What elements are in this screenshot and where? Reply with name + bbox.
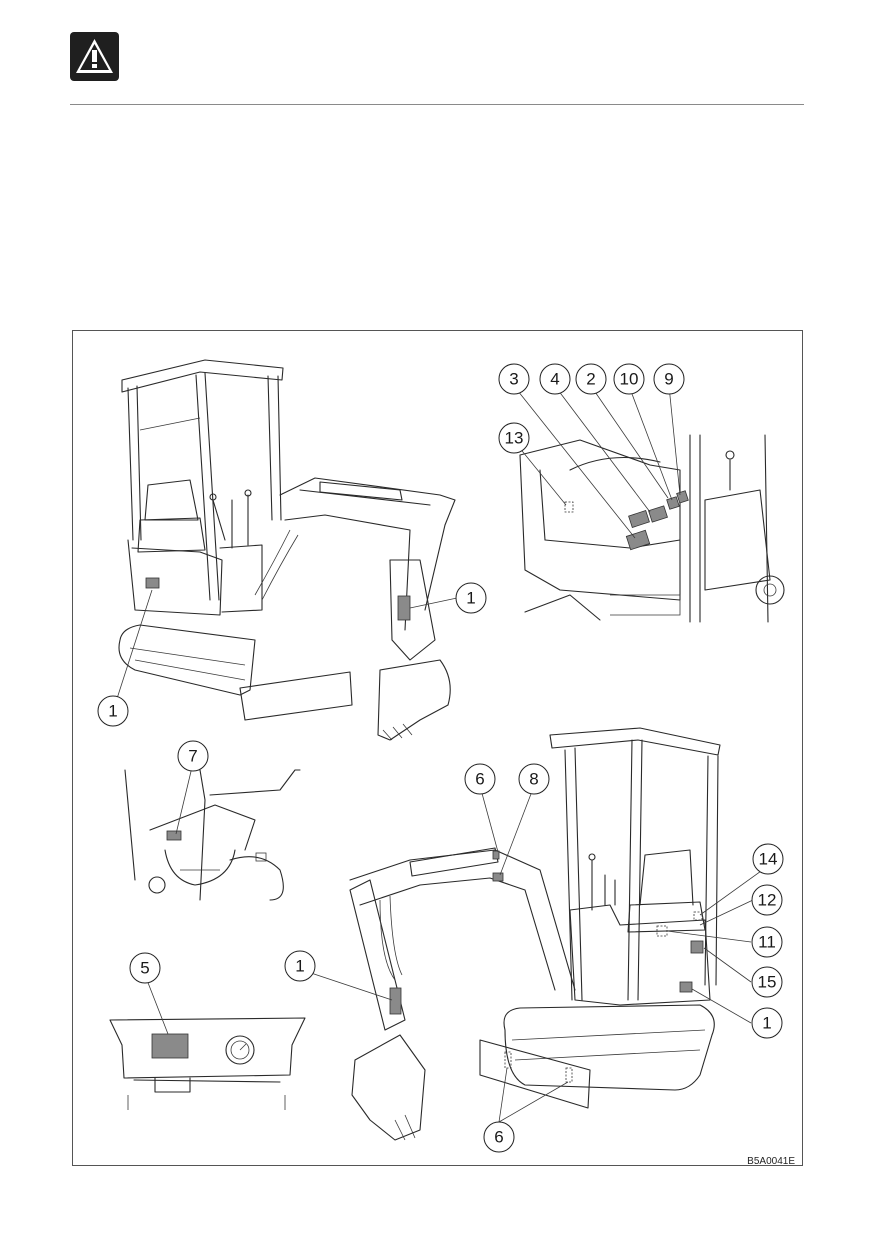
callout-5: 5: [129, 952, 161, 984]
label-decal: [492, 850, 500, 860]
label-decal-hidden: [564, 501, 574, 513]
warning-triangle-icon: [70, 32, 119, 81]
label-decal: [151, 1033, 189, 1059]
svg-text:4: 4: [550, 370, 559, 389]
callout-7: 7: [177, 740, 209, 772]
svg-text:1: 1: [295, 957, 304, 976]
engine-detail: [124, 769, 301, 901]
callout-3: 3: [498, 363, 530, 395]
callout-15: 15: [751, 966, 783, 998]
svg-text:6: 6: [494, 1128, 503, 1147]
excavator-front-view: [349, 727, 721, 1141]
svg-text:9: 9: [664, 370, 673, 389]
callout-14: 14: [752, 843, 784, 875]
label-decal: [625, 529, 651, 551]
operator-station-detail: [519, 434, 785, 623]
svg-text:12: 12: [758, 891, 777, 910]
label-decal: [690, 940, 704, 954]
callout-2: 2: [575, 363, 607, 395]
svg-text:2: 2: [586, 370, 595, 389]
callout-1b: 1: [455, 582, 487, 614]
label-decal: [648, 505, 668, 523]
callout-12: 12: [751, 884, 783, 916]
label-decal: [492, 872, 504, 882]
svg-text:8: 8: [529, 770, 538, 789]
label-decal: [397, 595, 411, 621]
callout-11: 11: [751, 926, 783, 958]
leader-lines: [112, 385, 769, 1123]
label-decal-hidden: [693, 911, 703, 921]
svg-text:15: 15: [758, 973, 777, 992]
label-decal: [145, 577, 160, 589]
callout-13: 13: [498, 422, 530, 454]
svg-text:7: 7: [188, 747, 197, 766]
svg-text:1: 1: [762, 1014, 771, 1033]
label-decal: [389, 987, 402, 1015]
figure-code: B5A0041E: [747, 1156, 795, 1167]
svg-text:1: 1: [108, 702, 117, 721]
svg-text:1: 1: [466, 589, 475, 608]
panel-detail: [109, 1017, 306, 1110]
callout-10: 10: [613, 363, 645, 395]
svg-text:3: 3: [509, 370, 518, 389]
svg-text:6: 6: [475, 770, 484, 789]
figure-frame: [72, 330, 803, 1166]
svg-text:5: 5: [140, 959, 149, 978]
label-decal-hidden: [565, 1067, 573, 1083]
svg-text:10: 10: [620, 370, 639, 389]
callout-1c: 1: [284, 950, 316, 982]
callout-1a: 1: [97, 695, 129, 727]
callout-9: 9: [653, 363, 685, 395]
callout-1d: 1: [751, 1007, 783, 1039]
svg-text:11: 11: [758, 933, 776, 952]
label-decal-hidden: [504, 1051, 512, 1069]
svg-text:14: 14: [759, 850, 778, 869]
svg-text:13: 13: [505, 429, 524, 448]
label-decal: [679, 981, 693, 993]
callout-8: 8: [518, 763, 550, 795]
callout-4: 4: [539, 363, 571, 395]
callout-6b: 6: [483, 1121, 515, 1153]
label-decal: [166, 830, 182, 841]
excavator-rear-view: [118, 359, 456, 741]
callout-6a: 6: [464, 763, 496, 795]
label-decal: [666, 496, 680, 510]
label-decal: [676, 490, 689, 504]
label-decal: [628, 510, 650, 528]
header-divider: [70, 104, 804, 105]
